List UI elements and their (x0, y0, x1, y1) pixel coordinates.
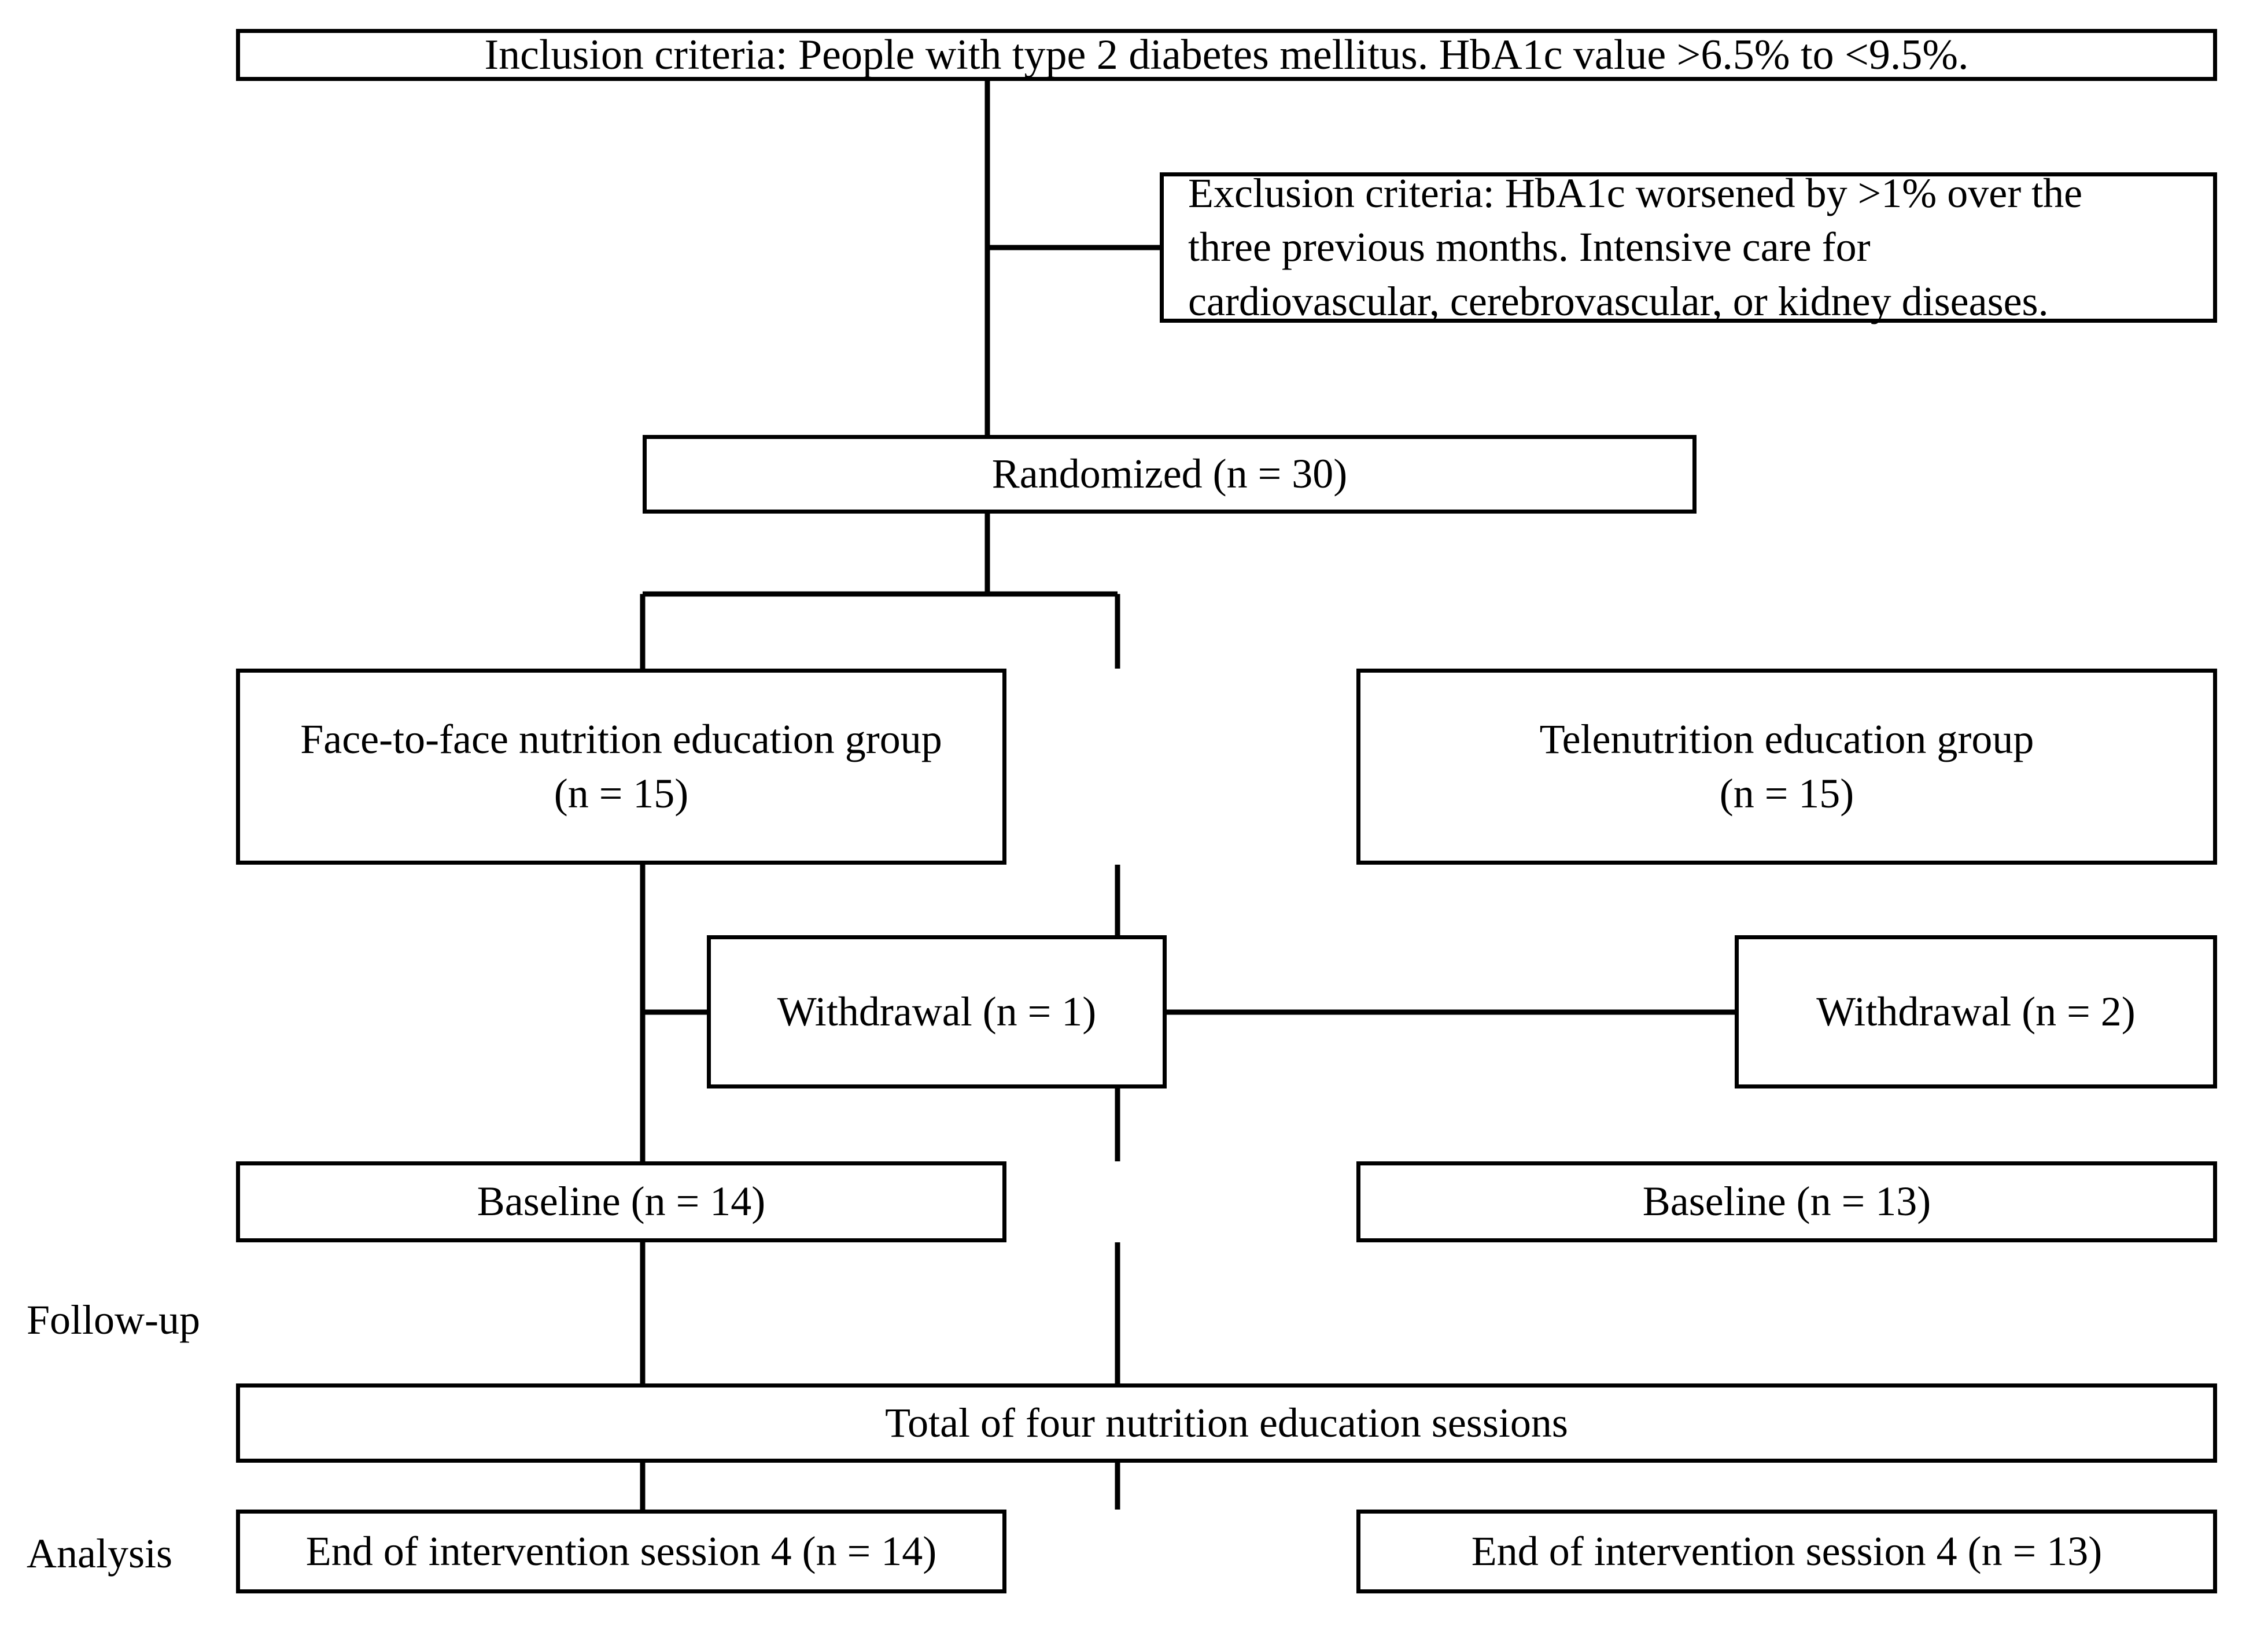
node-education-sessions: Total of four nutrition education sessio… (236, 1383, 2217, 1463)
node-inclusion-criteria: Inclusion criteria: People with type 2 d… (236, 29, 2217, 81)
node-exclusion-criteria: Exclusion criteria: HbA1c worsened by >1… (1160, 170, 2217, 324)
node-group-telenutrition: Telenutrition education group (n = 15) (1356, 669, 2217, 865)
stage-label-follow-up: Follow-up (27, 1297, 201, 1343)
node-baseline-face-to-face-text: Baseline (n = 14) (477, 1178, 766, 1225)
node-withdrawal-telenutrition: Withdrawal (n = 2) (1735, 935, 2217, 1088)
node-exclusion-criteria-text: Exclusion criteria: HbA1c worsened by >1… (1188, 169, 2083, 324)
node-education-sessions-text: Total of four nutrition education sessio… (885, 1399, 1568, 1446)
node-baseline-face-to-face: Baseline (n = 14) (236, 1161, 1006, 1242)
node-end-telenutrition-text: End of intervention session 4 (n = 13) (1471, 1527, 2103, 1574)
node-end-face-to-face-text: End of intervention session 4 (n = 14) (305, 1527, 937, 1574)
node-withdrawal-face-to-face-text: Withdrawal (n = 1) (777, 988, 1097, 1035)
node-randomized-text: Randomized (n = 30) (991, 451, 1348, 497)
node-end-face-to-face: End of intervention session 4 (n = 14) (236, 1510, 1006, 1593)
node-group-telenutrition-text: Telenutrition education group (n = 15) (1539, 715, 2034, 817)
node-baseline-telenutrition: Baseline (n = 13) (1356, 1161, 2217, 1242)
node-group-face-to-face-text: Face-to-face nutrition education group (… (300, 715, 942, 817)
stage-label-analysis: Analysis (27, 1530, 172, 1577)
node-inclusion-criteria-text: Inclusion criteria: People with type 2 d… (484, 31, 1969, 79)
node-withdrawal-telenutrition-text: Withdrawal (n = 2) (1816, 988, 2136, 1035)
node-baseline-telenutrition-text: Baseline (n = 13) (1642, 1178, 1931, 1225)
node-randomized: Randomized (n = 30) (643, 435, 1697, 514)
node-withdrawal-face-to-face: Withdrawal (n = 1) (707, 935, 1167, 1088)
node-group-face-to-face: Face-to-face nutrition education group (… (236, 669, 1006, 865)
node-end-telenutrition: End of intervention session 4 (n = 13) (1356, 1510, 2217, 1593)
